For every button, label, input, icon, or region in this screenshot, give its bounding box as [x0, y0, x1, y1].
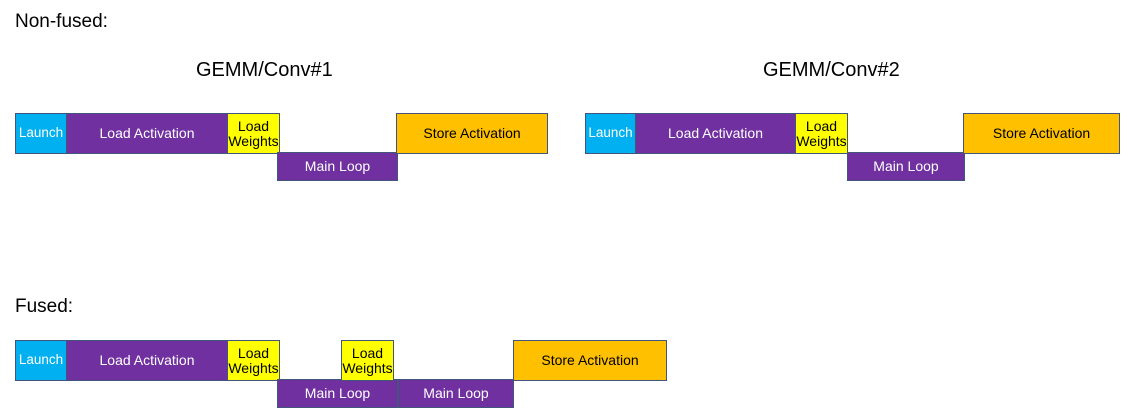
timeline-non-fused-gemm-conv-1: Launch Load Activation Load Weights Main… [0, 0, 570, 205]
section-label-non-fused: Non-fused: [15, 11, 108, 32]
block-load-weights-2[interactable]: Load Weights [341, 340, 394, 381]
block-load-activation[interactable]: Load Activation [66, 113, 228, 154]
chart-title-gemm-conv-2: GEMM/Conv#2 [763, 59, 900, 81]
block-load-weights-1[interactable]: Load Weights [227, 340, 280, 381]
chart-title-gemm-conv-1: GEMM/Conv#1 [196, 59, 333, 81]
block-store-activation[interactable]: Store Activation [963, 113, 1120, 154]
block-launch[interactable]: Launch [15, 113, 67, 154]
section-label-fused: Fused: [15, 296, 74, 317]
block-store-activation[interactable]: Store Activation [513, 340, 667, 381]
block-main-loop-1[interactable]: Main Loop [277, 379, 398, 408]
block-launch[interactable]: Launch [585, 113, 636, 154]
block-main-loop[interactable]: Main Loop [277, 152, 398, 181]
block-main-loop[interactable]: Main Loop [847, 152, 965, 181]
block-load-activation[interactable]: Load Activation [635, 113, 796, 154]
block-load-weights[interactable]: Load Weights [227, 113, 280, 154]
block-load-activation[interactable]: Load Activation [66, 340, 228, 381]
block-launch[interactable]: Launch [15, 340, 67, 381]
block-load-weights[interactable]: Load Weights [795, 113, 848, 154]
block-main-loop-2[interactable]: Main Loop [398, 379, 514, 408]
timeline-non-fused-gemm-conv-2: Launch Load Activation Load Weights Main… [585, 113, 1120, 181]
block-store-activation[interactable]: Store Activation [396, 113, 548, 154]
